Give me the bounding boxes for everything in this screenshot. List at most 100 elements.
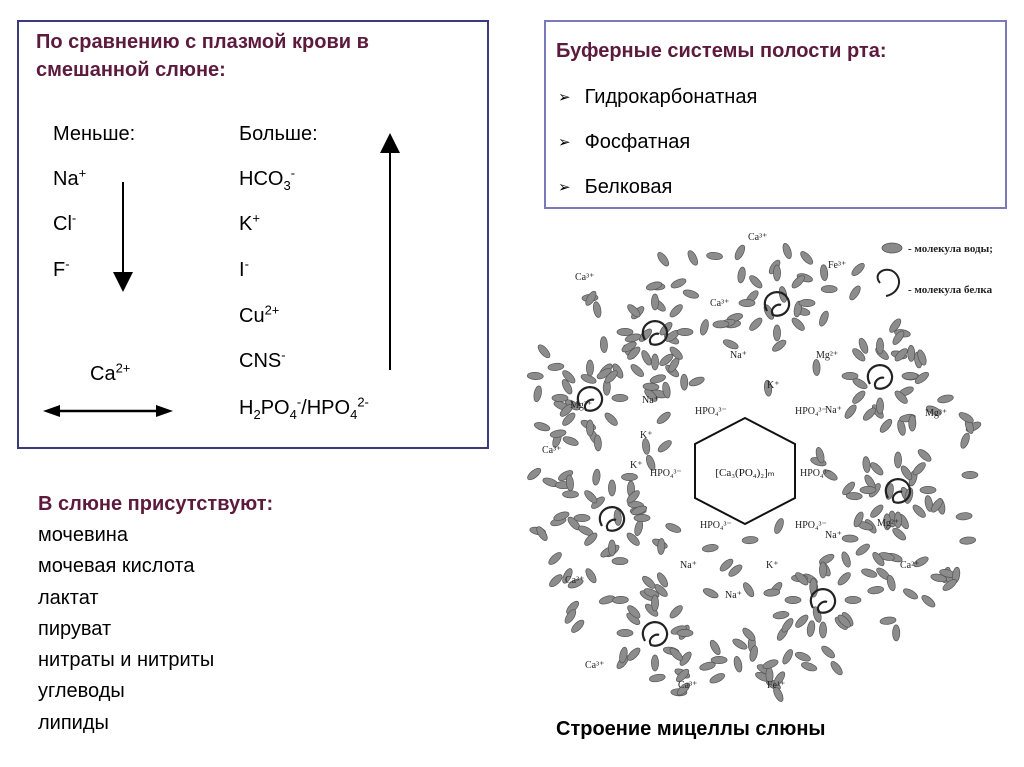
water-molecule bbox=[562, 435, 580, 447]
water-molecule bbox=[706, 252, 723, 261]
water-molecule bbox=[708, 639, 722, 656]
ion-label: Na⁺ bbox=[680, 560, 697, 571]
water-molecule bbox=[739, 299, 755, 306]
water-molecule bbox=[626, 646, 642, 662]
water-molecule bbox=[527, 372, 543, 380]
water-molecule bbox=[886, 574, 897, 591]
ion-label: K⁺ bbox=[640, 430, 653, 441]
water-molecule bbox=[586, 420, 593, 436]
water-molecule bbox=[813, 359, 821, 375]
micelle-core-label: [Ca₃(PO₄)₂]ₘ bbox=[715, 467, 774, 479]
water-molecule bbox=[790, 316, 806, 332]
water-molecule bbox=[851, 389, 867, 405]
water-molecule bbox=[869, 503, 885, 519]
water-molecule bbox=[608, 480, 615, 496]
ion-label: Ca³⁺ bbox=[542, 445, 561, 456]
ion-label: Na⁺ bbox=[825, 530, 842, 541]
water-molecule bbox=[876, 398, 883, 414]
list-item: мочевина bbox=[38, 520, 214, 551]
water-molecule bbox=[677, 629, 693, 636]
water-molecule bbox=[688, 375, 706, 387]
water-molecule bbox=[799, 299, 815, 306]
water-molecule bbox=[748, 274, 764, 290]
water-molecule bbox=[594, 435, 602, 451]
legend-water: - молекула воды; bbox=[908, 243, 993, 255]
water-molecule bbox=[902, 372, 918, 379]
water-molecule bbox=[937, 394, 954, 405]
water-molecule bbox=[741, 581, 756, 598]
ion-label: Na⁺ bbox=[642, 395, 659, 406]
water-molecule bbox=[733, 244, 747, 262]
list-item: нитраты и нитриты bbox=[38, 645, 214, 676]
water-molecule bbox=[799, 250, 815, 267]
ion-label: Na⁺ bbox=[725, 590, 742, 601]
water-molecule bbox=[651, 595, 658, 611]
water-molecule bbox=[894, 452, 901, 468]
water-molecule bbox=[800, 661, 817, 673]
water-molecule bbox=[592, 469, 601, 486]
hpo4-label: HPO₄³⁻ bbox=[795, 406, 827, 417]
water-molecule bbox=[848, 284, 863, 301]
ion-label: Ca³⁺ bbox=[710, 298, 729, 309]
water-molecule bbox=[702, 543, 719, 552]
water-molecule bbox=[829, 660, 845, 677]
water-molecule bbox=[773, 325, 780, 341]
water-molecule bbox=[840, 551, 852, 568]
water-molecule bbox=[854, 542, 871, 557]
water-molecule bbox=[682, 288, 699, 300]
water-molecule bbox=[536, 343, 552, 360]
ion-label: Ca³⁺ bbox=[748, 232, 767, 243]
water-molecule bbox=[612, 558, 628, 565]
water-molecule bbox=[584, 567, 598, 584]
list-item: липиды bbox=[38, 708, 214, 739]
water-molecule bbox=[878, 417, 894, 434]
water-molecule bbox=[880, 616, 897, 625]
water-molecule bbox=[600, 336, 608, 352]
list-item: мочевая кислота bbox=[38, 551, 214, 582]
water-molecule bbox=[773, 517, 786, 535]
water-molecule bbox=[806, 620, 816, 637]
water-molecule bbox=[794, 650, 812, 662]
hpo4-label: HPO₄³⁻ bbox=[795, 520, 827, 531]
double-arrow bbox=[43, 405, 173, 417]
water-molecule bbox=[533, 385, 543, 402]
hpo4-label: HPO₄³⁻ bbox=[800, 468, 832, 479]
water-molecule bbox=[876, 338, 883, 354]
ion-label: K⁺ bbox=[767, 380, 780, 391]
present-list: мочевина мочевая кислота лактат пируват … bbox=[38, 520, 214, 739]
water-molecule bbox=[842, 372, 858, 379]
water-molecule bbox=[548, 362, 565, 371]
water-molecule bbox=[781, 648, 795, 666]
water-molecule bbox=[742, 536, 758, 544]
water-molecule bbox=[622, 473, 638, 480]
water-molecule bbox=[699, 319, 710, 336]
ion-label: Ca³⁺ bbox=[678, 680, 697, 691]
water-molecule bbox=[821, 286, 837, 293]
water-molecule bbox=[842, 535, 858, 543]
ion-label: Fe³⁺ bbox=[828, 260, 846, 271]
water-molecule bbox=[860, 567, 877, 579]
water-molecule bbox=[655, 410, 672, 426]
water-molecule bbox=[911, 503, 927, 519]
water-molecule bbox=[574, 514, 590, 521]
water-molecule bbox=[656, 251, 671, 268]
protein-molecule-legend-icon bbox=[878, 270, 899, 296]
water-molecule bbox=[818, 310, 831, 328]
water-molecule bbox=[617, 328, 633, 335]
water-molecule bbox=[869, 461, 885, 477]
ion-label: Ca³⁺ bbox=[565, 575, 584, 586]
water-molecule bbox=[586, 360, 593, 376]
water-molecule bbox=[902, 587, 919, 601]
protein-molecule bbox=[868, 365, 892, 389]
hpo4-label: HPO₄³⁻ bbox=[650, 468, 682, 479]
list-item: пируват bbox=[38, 614, 214, 645]
water-molecule-legend-icon bbox=[882, 243, 902, 253]
buffer-title: Буферные системы полости рта: bbox=[556, 38, 887, 64]
water-molecule bbox=[916, 447, 933, 463]
water-molecule bbox=[781, 242, 793, 259]
water-molecule bbox=[629, 363, 646, 379]
water-molecule bbox=[748, 316, 764, 332]
water-molecule bbox=[722, 338, 740, 351]
water-molecule bbox=[651, 655, 658, 671]
water-molecule bbox=[668, 604, 684, 620]
